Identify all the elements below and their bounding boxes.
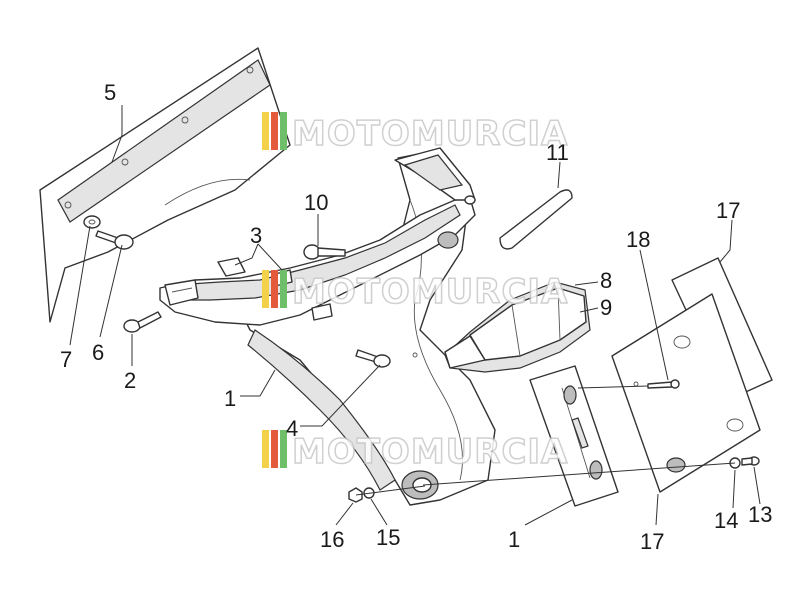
watermark-stripe — [262, 112, 269, 150]
callout-label: 5 — [104, 80, 116, 105]
screw-10 — [303, 244, 346, 260]
screw-4 — [355, 349, 391, 368]
plate-holder-front — [611, 293, 761, 493]
callout-labels: 5 11 10 3 17 18 8 9 7 6 2 1 4 16 15 1 17… — [60, 80, 772, 554]
tail-light-8-9 — [444, 281, 591, 373]
callout-label: 6 — [92, 340, 104, 365]
callout-label: 1 — [508, 527, 520, 552]
watermark-stripe — [262, 270, 269, 308]
callout-label: 13 — [748, 502, 772, 527]
callout-label: 7 — [60, 347, 72, 372]
callout-label: 15 — [376, 525, 400, 550]
watermark-text: MOTOMURCIA — [292, 114, 568, 154]
callout-label: 16 — [320, 527, 344, 552]
callout-label: 8 — [600, 268, 612, 293]
reflector-11 — [499, 189, 573, 250]
mudflap-plate — [39, 47, 291, 323]
callout-label: 17 — [640, 529, 664, 554]
callout-label: 2 — [124, 368, 136, 393]
screw-6 — [95, 230, 134, 250]
callout-label: 10 — [304, 190, 328, 215]
nut-16 — [348, 487, 363, 503]
watermark-text: MOTOMURCIA — [292, 432, 568, 472]
watermark-stripe — [271, 430, 278, 468]
callout-label: 17 — [716, 198, 740, 223]
watermark-stripe — [271, 112, 278, 150]
light-support-plate — [529, 365, 619, 507]
watermark-text: MOTOMURCIA — [292, 272, 568, 312]
callout-label: 9 — [600, 295, 612, 320]
watermark-stripe — [280, 112, 287, 150]
leader-lines — [69, 105, 761, 526]
screw-18 — [647, 379, 680, 389]
callout-label: 11 — [546, 140, 569, 165]
watermark-stripe — [280, 430, 287, 468]
callout-label: 1 — [224, 386, 236, 411]
screw-13 — [741, 456, 760, 466]
watermark-stripe — [280, 270, 287, 308]
screw-2 — [123, 311, 162, 333]
watermark: MOTOMURCIA MOTOMURCIA MOTOMURCIA — [262, 112, 568, 473]
callout-label: 18 — [626, 227, 650, 252]
connection-lines — [355, 385, 736, 496]
watermark-stripe — [262, 430, 269, 468]
washer-7 — [83, 215, 101, 229]
callout-label: 14 — [714, 508, 738, 533]
callout-label: 3 — [250, 223, 262, 248]
callout-label: 4 — [286, 416, 298, 441]
watermark-stripe — [271, 270, 278, 308]
